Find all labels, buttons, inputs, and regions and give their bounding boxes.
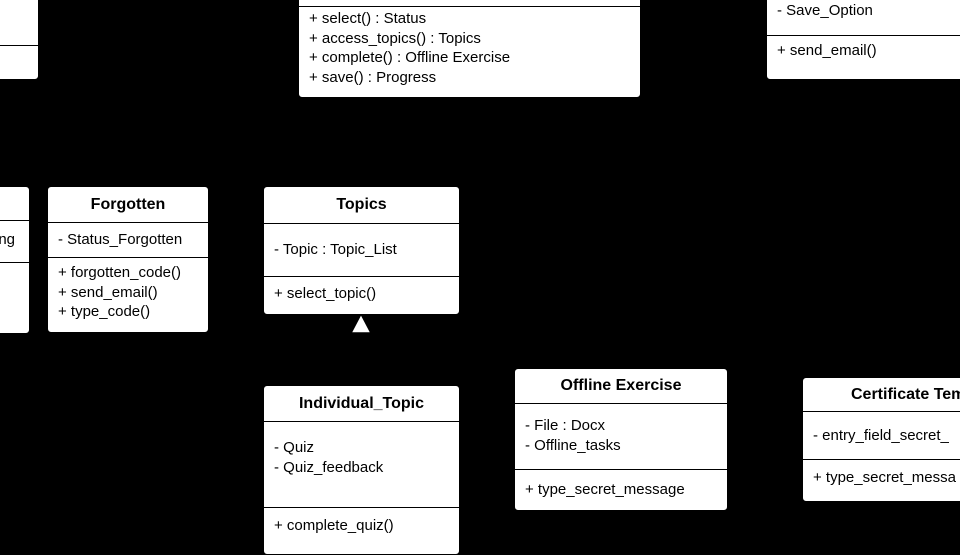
class-certificate-template[interactable]: Certificate Tem - entry_field_secret_ + … bbox=[802, 377, 960, 502]
operation: + select_topic() bbox=[274, 285, 377, 302]
operation: + complete() : Offline Exercise bbox=[309, 49, 511, 66]
attribute: - Topic : Topic_List bbox=[274, 241, 397, 259]
class-left-partial-attributes: ng bbox=[0, 220, 29, 262]
class-offline-exercise-attributes: - File : Docx - Offline_tasks bbox=[515, 403, 727, 469]
class-topics-attributes: - Topic : Topic_List bbox=[264, 223, 459, 276]
operation: + select() : Status bbox=[309, 10, 427, 27]
class-offline-exercise-operations: + type_secret_message bbox=[515, 469, 727, 500]
class-certificate-operations: + type_secret_messa bbox=[803, 459, 960, 488]
class-certificate-attributes: - entry_field_secret_ bbox=[803, 411, 960, 459]
operation: + type_secret_messa bbox=[813, 469, 956, 486]
attribute: - entry_field_secret_ bbox=[813, 426, 949, 444]
operation: + send_email() bbox=[777, 42, 877, 59]
class-left-partial-name-section bbox=[0, 187, 29, 220]
class-individual-topic-operations: + complete_quiz() bbox=[264, 507, 459, 536]
class-topics-operations: + select_topic() bbox=[264, 276, 459, 304]
class-name: Certificate Tem bbox=[851, 385, 960, 403]
class-top-left-section bbox=[0, 0, 38, 45]
class-certificate-name-section: Certificate Tem bbox=[803, 378, 960, 411]
class-top-right-operations: + send_email() bbox=[767, 35, 960, 61]
class-name: Individual_Topic bbox=[298, 394, 425, 412]
attribute: - Status_Forgotten bbox=[58, 231, 183, 249]
attribute: - Quiz_feedback bbox=[274, 458, 384, 476]
class-name: Topics bbox=[336, 196, 387, 213]
class-individual-topic-attributes: - Quiz - Quiz_feedback bbox=[264, 421, 459, 507]
class-forgotten[interactable]: Forgotten - Status_Forgotten + forgotten… bbox=[47, 186, 209, 333]
operation: + type_code() bbox=[58, 303, 151, 320]
attribute: ng bbox=[0, 231, 15, 248]
class-left-partial[interactable]: ng bbox=[0, 186, 30, 334]
class-top-center[interactable]: + select() : Status + access_topics() : … bbox=[298, 0, 641, 98]
class-name: Forgotten bbox=[90, 195, 166, 213]
operation: + save() : Progress bbox=[309, 68, 437, 86]
operation: + access_topics() : Topics bbox=[309, 29, 481, 47]
class-forgotten-operations: + forgotten_code() + send_email() + type… bbox=[48, 257, 208, 322]
class-left-partial-operations bbox=[0, 262, 29, 263]
connector-lines bbox=[349, 312, 373, 334]
generalization-arrowhead bbox=[349, 312, 373, 334]
attribute: - File : Docx bbox=[525, 417, 606, 434]
class-offline-exercise[interactable]: Offline Exercise - File : Docx - Offline… bbox=[514, 368, 728, 511]
operation: + complete_quiz() bbox=[274, 517, 394, 534]
operation: + type_secret_message bbox=[525, 481, 685, 498]
class-top-right-attributes: - Save_Option bbox=[767, 0, 960, 35]
class-individual-topic[interactable]: Individual_Topic - Quiz - Quiz_feedback … bbox=[263, 385, 460, 555]
class-top-left-section bbox=[0, 45, 38, 46]
attribute: - Offline_tasks bbox=[525, 436, 621, 454]
class-top-left-partial[interactable] bbox=[0, 0, 39, 80]
operation: + forgotten_code() bbox=[58, 264, 181, 281]
class-name: Offline Exercise bbox=[560, 377, 682, 394]
class-top-center-operations: + select() : Status + access_topics() : … bbox=[299, 6, 640, 87]
attribute: - Quiz bbox=[274, 439, 315, 456]
operation: + send_email() bbox=[58, 283, 158, 301]
class-forgotten-attributes: - Status_Forgotten bbox=[48, 222, 208, 257]
class-top-right[interactable]: - Save_Option + send_email() bbox=[766, 0, 960, 80]
class-topics[interactable]: Topics - Topic : Topic_List + select_top… bbox=[263, 186, 460, 315]
attribute: - Save_Option bbox=[777, 2, 873, 19]
